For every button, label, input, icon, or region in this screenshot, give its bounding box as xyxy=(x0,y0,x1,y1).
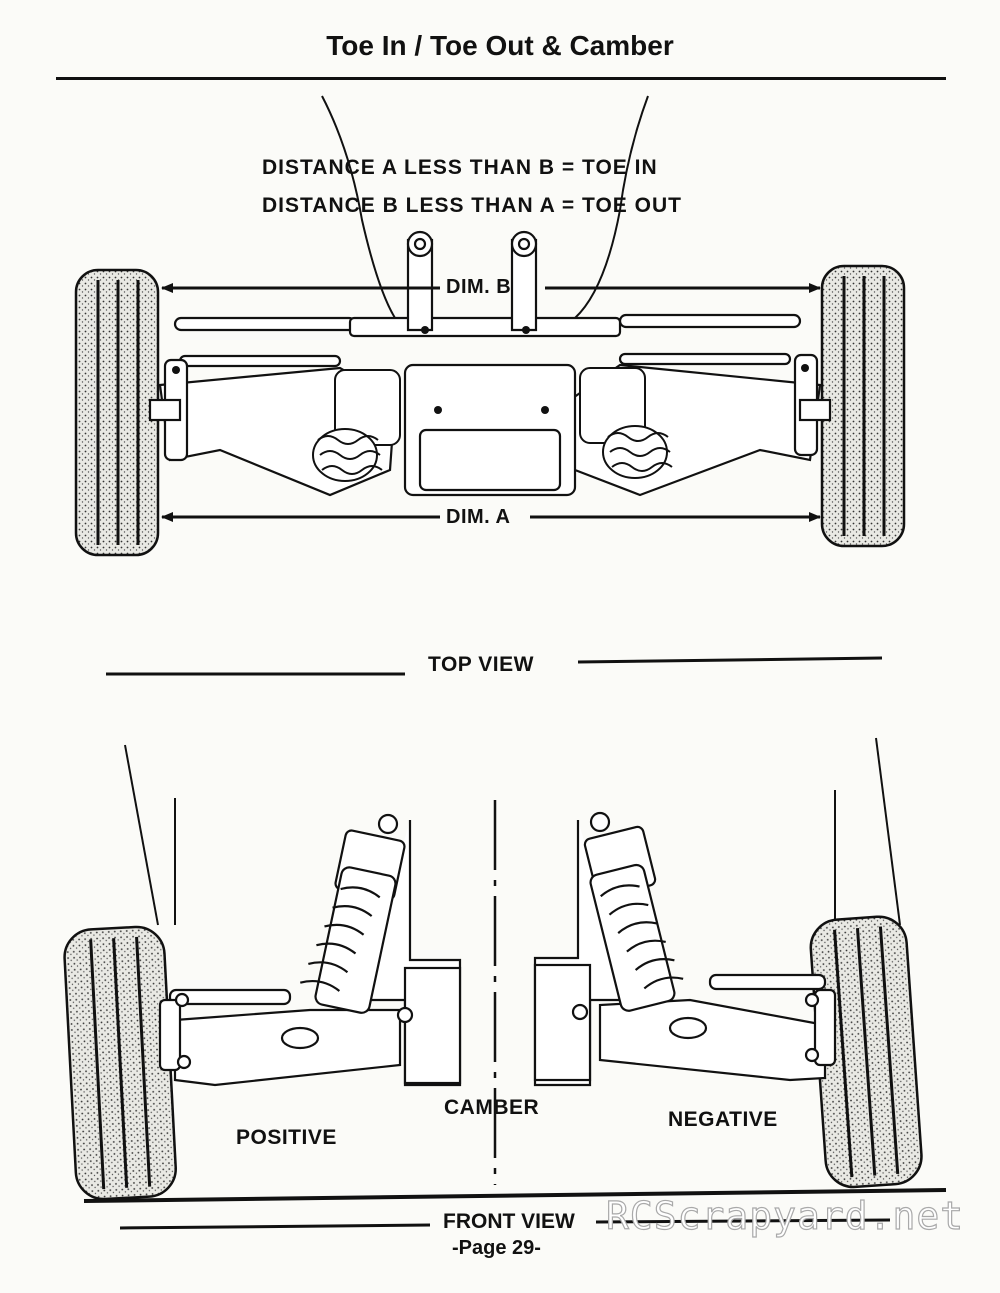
front-view-caption: FRONT VIEW xyxy=(443,1210,575,1233)
dim-guide-right xyxy=(574,95,649,319)
right-tire-top xyxy=(820,264,906,548)
pivot-points xyxy=(172,326,809,414)
toe-out-rule: DISTANCE B LESS THAN A = TOE OUT xyxy=(262,194,682,217)
dim-guide-left xyxy=(321,95,396,319)
dim-b-label: DIM. B xyxy=(446,276,512,298)
page-title: Toe In / Toe Out & Camber xyxy=(326,30,674,61)
toe-in-rule: DISTANCE A LESS THAN B = TOE IN xyxy=(262,156,658,179)
right-suspension-front xyxy=(533,811,837,1087)
header-rule xyxy=(56,77,946,80)
camber-label: CAMBER xyxy=(444,1096,540,1119)
shocks-top xyxy=(312,367,673,482)
left-tire-top xyxy=(74,268,160,557)
top-view-caption: TOP VIEW xyxy=(428,653,534,676)
left-suspension-front xyxy=(158,813,462,1087)
page-number: -Page 29- xyxy=(452,1237,541,1259)
chassis-top xyxy=(148,230,832,497)
dim-a-label: DIM. A xyxy=(446,506,511,528)
ground-line xyxy=(83,1188,947,1203)
positive-camber-label: POSITIVE xyxy=(236,1126,337,1149)
watermark: RCScrapyard.net xyxy=(605,1193,965,1238)
negative-camber-label: NEGATIVE xyxy=(668,1108,778,1131)
